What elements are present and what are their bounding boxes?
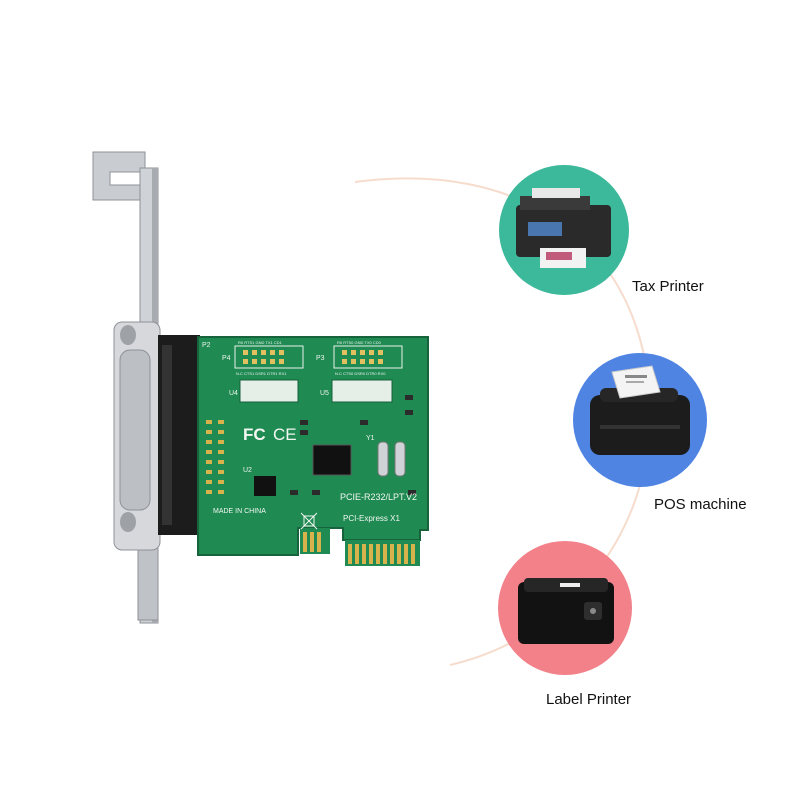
bus-label: PCI-Express X1 — [343, 514, 400, 523]
pins-p4-top: RII RTS1 GND TX1 CD1 — [238, 340, 283, 345]
label-printer-caption: Label Printer — [546, 691, 632, 708]
weee-bin-icon — [300, 512, 318, 530]
label-printer-bubble — [498, 541, 632, 675]
origin-label: MADE IN CHINA — [213, 508, 266, 515]
pins-p3-top: RII RTS0 GND TX0 CD0 — [337, 340, 382, 345]
gold-edge-fingers — [300, 528, 420, 566]
solder-pads — [206, 420, 224, 494]
pos-machine-caption: POS machine — [654, 496, 747, 513]
pos-machine-bubble — [573, 353, 707, 487]
header-p3-outline — [333, 345, 403, 369]
label-u4: U4 — [229, 390, 238, 397]
fcc-mark: FC — [243, 425, 266, 444]
pins-p3-bottom: N.C CTS0 DSR0 DTR0 RX0 — [335, 371, 386, 376]
chip-u4 — [239, 379, 299, 403]
model-label: PCIE-R232/LPT.V2 — [340, 492, 417, 502]
label-printer-icon — [518, 578, 614, 644]
db25-parallel-port — [113, 321, 200, 551]
tax-printer-caption: Tax Printer — [632, 278, 704, 295]
label-p3: P3 — [316, 355, 325, 362]
crystal-oscillator — [377, 441, 389, 477]
ce-mark: CE — [273, 425, 297, 444]
controller-chip — [312, 444, 352, 476]
pcb-board: P2 P4 P3 RII RTS1 GND TX1 CD1 N.C CTS1 D… — [197, 336, 429, 566]
tax-printer-bubble — [499, 165, 629, 295]
label-p4: P4 — [222, 355, 231, 362]
header-p4-outline — [234, 345, 304, 369]
chip-u5 — [331, 379, 393, 403]
receipt-printer-icon — [590, 365, 690, 455]
inkjet-printer-icon — [516, 188, 611, 268]
voltage-regulator — [254, 476, 276, 496]
pins-p4-bottom: N.C CTS1 DSR1 DTR1 RX1 — [236, 371, 287, 376]
label-u5: U5 — [320, 390, 329, 397]
label-p2: P2 — [202, 342, 211, 349]
label-y1: Y1 — [366, 435, 375, 442]
label-u2: U2 — [243, 467, 252, 474]
